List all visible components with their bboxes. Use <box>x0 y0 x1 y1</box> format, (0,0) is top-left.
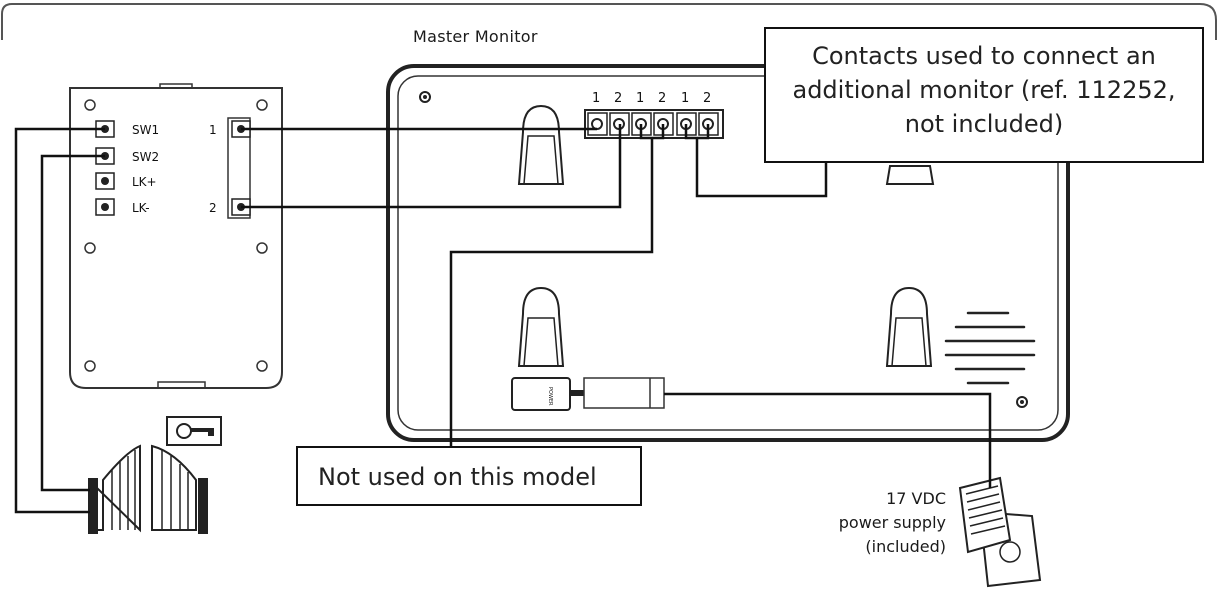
power-supply-label: 17 VDC power supply (included) <box>800 487 946 559</box>
monitor-terminal-label: 1 <box>636 91 644 106</box>
psu-line: power supply <box>838 513 946 532</box>
terminal-label-sw1: SW1 <box>132 123 159 137</box>
power-supply-adapter <box>958 476 1042 588</box>
callout-line: Contacts used to connect an <box>812 42 1156 70</box>
callout-additional-monitor: Contacts used to connect an additional m… <box>764 27 1204 163</box>
monitor-screws <box>419 91 1028 408</box>
psu-line: 17 VDC <box>886 489 946 508</box>
wire-to-not-used-callout <box>449 138 654 448</box>
line-terminal-label-2: 2 <box>209 201 217 215</box>
monitor-terminal-label: 1 <box>592 91 600 106</box>
wire-power-cable <box>664 392 992 488</box>
wiring <box>14 124 992 514</box>
frame-border <box>1 3 1217 40</box>
power-jack-label: POWER <box>547 387 553 406</box>
outdoor-screws <box>84 99 268 372</box>
terminal-label-lk-minus: LK- <box>132 201 150 215</box>
speaker-grille <box>944 311 1036 385</box>
power-jack: POWER <box>511 377 665 411</box>
callout-not-used: Not used on this model <box>296 446 642 506</box>
monitor-terminal-label: 2 <box>703 91 711 106</box>
gate-icon <box>88 444 208 534</box>
key-icon <box>166 416 222 446</box>
monitor-terminal-label: 2 <box>614 91 622 106</box>
psu-line: (included) <box>865 537 946 556</box>
wire-line-2 <box>241 124 622 209</box>
callout-line: additional monitor (ref. 112252, <box>792 76 1176 104</box>
callout-line: not included) <box>904 110 1064 138</box>
wire-to-additional-callout <box>695 138 828 198</box>
line-terminal-label-1: 1 <box>209 123 217 137</box>
wire-sw2-to-gate <box>40 154 105 492</box>
mounting-hooks <box>517 104 935 367</box>
master-monitor-title: Master Monitor <box>413 27 538 46</box>
terminal-label-lk-plus: LK+ <box>132 175 157 189</box>
terminal-label-sw2: SW2 <box>132 150 159 164</box>
outdoor-unit: SW1 SW2 LK+ LK- 1 2 <box>69 83 283 389</box>
monitor-terminal-label: 2 <box>658 91 666 106</box>
monitor-terminal-label: 1 <box>681 91 689 106</box>
monitor-terminal-strip <box>584 109 724 139</box>
wire-sw1-to-gate <box>14 127 105 514</box>
